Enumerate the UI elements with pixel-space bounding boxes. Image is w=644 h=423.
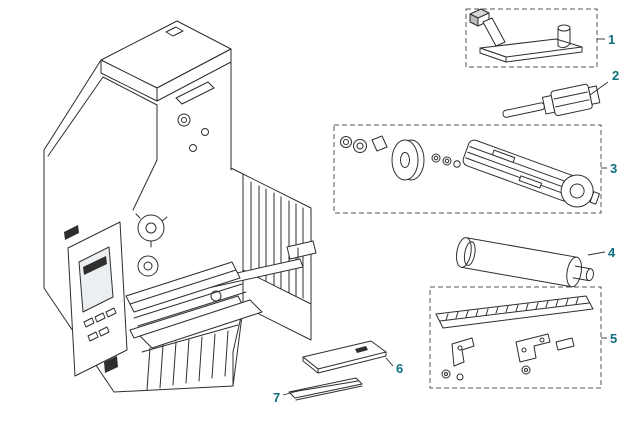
control-panel-buttons <box>83 307 117 342</box>
printer-top-lid <box>100 20 232 102</box>
callout-2-label: 2 <box>612 68 619 83</box>
printer-control-panel <box>64 221 128 377</box>
part-1-dashed-box <box>465 8 598 68</box>
callout-5-label: 5 <box>610 331 617 346</box>
part-2-spindle <box>502 83 601 118</box>
callout-leader-lines <box>282 38 609 396</box>
part-4-ribbon-roll <box>455 237 595 288</box>
part-7-tear-strip <box>288 377 363 401</box>
front-logo-mark <box>104 356 118 373</box>
callout-4-leader <box>587 251 606 256</box>
base-platform <box>139 299 263 349</box>
callout-6-leader <box>385 357 394 367</box>
callout-7-label: 7 <box>273 390 280 405</box>
z-bracket <box>515 333 551 363</box>
l-bracket <box>451 337 475 367</box>
spacer-block <box>555 337 575 351</box>
part-1-bracket-assembly <box>469 8 583 63</box>
printer-front-vents <box>141 324 239 391</box>
printer-interior-mechanism <box>125 81 317 349</box>
callout-6-label: 6 <box>396 361 403 376</box>
ribbon-takeup-spindle <box>137 255 159 277</box>
callout-1-label: 1 <box>608 32 615 47</box>
ribbon-supply-spindle <box>137 214 165 242</box>
brand-badge <box>64 225 79 240</box>
part-6-cover-plate <box>302 340 387 374</box>
callout-7-leader <box>282 390 299 396</box>
callout-3-label: 3 <box>610 161 617 176</box>
callout-4-label: 4 <box>608 245 616 260</box>
part-3-rewind-spindle-kit <box>340 135 601 208</box>
part-3-dashed-box <box>333 124 602 214</box>
callout-2-leader <box>589 81 609 96</box>
printer-illustration <box>43 20 317 393</box>
part-5-rail-kit <box>435 295 594 381</box>
callout-labels: 1 2 3 4 5 6 7 <box>273 32 619 405</box>
